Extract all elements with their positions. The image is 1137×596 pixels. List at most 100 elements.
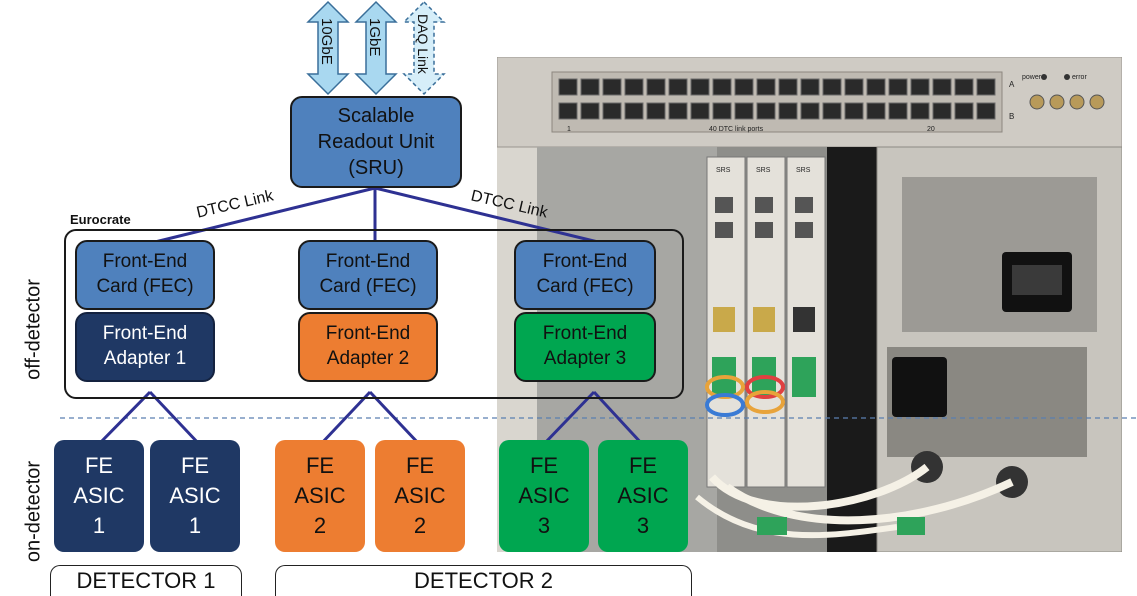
fe-asic-2b-l2: ASIC xyxy=(394,483,446,509)
fe-asic-2a-l2: ASIC xyxy=(294,483,346,509)
fe-asic-3b-l3: 3 xyxy=(636,512,650,538)
sru-line1: Scalable xyxy=(337,105,415,127)
fe-asic-1a-l2: ASIC xyxy=(73,483,125,509)
asic-line-2b xyxy=(368,390,422,447)
rj45-port xyxy=(690,78,710,96)
asic-line-1b xyxy=(148,390,202,447)
fe-asic-3b-l2: ASIC xyxy=(617,483,669,509)
on-detector-label: on-detector xyxy=(22,460,45,563)
fe-asic-2b-l3: 2 xyxy=(413,512,427,538)
rj45-port xyxy=(624,78,644,96)
fe-asic-3b-l1: FE xyxy=(628,453,658,479)
fe-asic-2a: FE ASIC 2 xyxy=(275,440,365,552)
fe-asic-2b: FE ASIC 2 xyxy=(375,440,465,552)
fe-asic-3a-l1: FE xyxy=(529,453,559,479)
sru-box: Scalable Readout Unit (SRU) xyxy=(290,96,462,188)
card-title-3: SRS xyxy=(796,167,811,174)
rj45-port xyxy=(954,78,974,96)
rj45-port xyxy=(910,102,930,120)
rj45-port xyxy=(624,102,644,120)
fe-asic-1a-l3: 1 xyxy=(92,512,106,538)
rj45-port xyxy=(646,102,666,120)
adapter-1-line2: Adapter 1 xyxy=(103,348,187,369)
dtcc-link-line-3 xyxy=(374,186,599,244)
fe-asic-1b: FE ASIC 1 xyxy=(150,440,240,552)
rj45-port xyxy=(976,78,996,96)
sru-line2: Readout Unit xyxy=(317,131,435,153)
eurocrate-outline xyxy=(64,229,684,399)
fec-card-1-line2: Card (FEC) xyxy=(96,276,194,297)
adapter-3-line2: Adapter 3 xyxy=(543,348,627,369)
rj45-port xyxy=(778,102,798,120)
asic-line-3a xyxy=(541,390,596,447)
rj45-port xyxy=(734,102,754,120)
rj45-port xyxy=(910,78,930,96)
sru-line3: (SRU) xyxy=(348,157,404,179)
rj45-port xyxy=(932,78,952,96)
fec-card-3-line1: Front-End xyxy=(542,251,628,273)
rj45-port xyxy=(822,78,842,96)
rj45-port xyxy=(580,78,600,96)
error-label: error xyxy=(1072,74,1087,81)
rj45-port xyxy=(756,78,776,96)
fe-asic-2a-l1: FE xyxy=(305,453,335,479)
rj45-port xyxy=(822,102,842,120)
rj45-port xyxy=(800,102,820,120)
detector-2-label: DETECTOR 2 xyxy=(275,565,692,596)
fe-asic-1b-l1: FE xyxy=(180,453,210,479)
adapter-2-line2: Adapter 2 xyxy=(326,348,410,369)
fe-asic-2a-l3: 2 xyxy=(313,512,327,538)
fe-asic-3b: FE ASIC 3 xyxy=(598,440,688,552)
fe-asic-2b-l1: FE xyxy=(405,453,435,479)
off-detector-label: off-detector xyxy=(22,279,45,380)
rj45-port xyxy=(558,78,578,96)
arrow-10gbe-icon: 10GbE xyxy=(306,0,350,96)
adapter-3-line1: Front-End xyxy=(542,323,628,345)
fe-asic-3a-l2: ASIC xyxy=(518,483,570,509)
port-end-label: 20 xyxy=(927,126,935,133)
power-label: power xyxy=(1022,74,1042,81)
dtcc-link-line-1 xyxy=(154,186,376,244)
rj45-port xyxy=(778,78,798,96)
arrow-10gbe-label: 10GbE xyxy=(318,18,335,65)
rj45-port xyxy=(954,102,974,120)
asic-line-3b xyxy=(592,390,645,447)
rj45-port xyxy=(602,102,622,120)
rj45-port xyxy=(602,78,622,96)
row-a-label: A xyxy=(1009,80,1015,89)
fe-asic-1b-l3: 1 xyxy=(188,512,202,538)
arrow-1gbe-label: 1GbE xyxy=(366,18,383,56)
rj45-port xyxy=(888,102,908,120)
rj45-port xyxy=(558,102,578,120)
rj45-port xyxy=(690,102,710,120)
rj45-port xyxy=(844,78,864,96)
uplink-arrows: 10GbE 1GbE DAQ Link xyxy=(306,0,446,96)
detector-1-label: DETECTOR 1 xyxy=(50,565,242,596)
fe-asic-3a: FE ASIC 3 xyxy=(499,440,589,552)
rj45-port xyxy=(756,102,776,120)
rj45-port xyxy=(976,102,996,120)
fec-card-2-line1: Front-End xyxy=(325,251,411,273)
rj45-port xyxy=(580,102,600,120)
asic-line-1a xyxy=(96,390,152,447)
fec-card-1-line1: Front-End xyxy=(102,251,188,273)
rj45-port xyxy=(932,102,952,120)
rj45-port xyxy=(734,78,754,96)
ports-caption: 40 DTC link ports xyxy=(709,126,764,133)
rj45-port xyxy=(646,78,666,96)
rj45-port xyxy=(668,78,688,96)
row-b-label: B xyxy=(1009,112,1014,121)
fe-asic-1b-l2: ASIC xyxy=(169,483,221,509)
rj45-port xyxy=(668,102,688,120)
arrow-1gbe-icon: 1GbE xyxy=(354,0,398,96)
fe-asic-3a-l3: 3 xyxy=(537,512,551,538)
rj45-port xyxy=(712,102,732,120)
asic-line-2a xyxy=(318,390,372,447)
rj45-port xyxy=(712,78,732,96)
rj45-port xyxy=(866,78,886,96)
